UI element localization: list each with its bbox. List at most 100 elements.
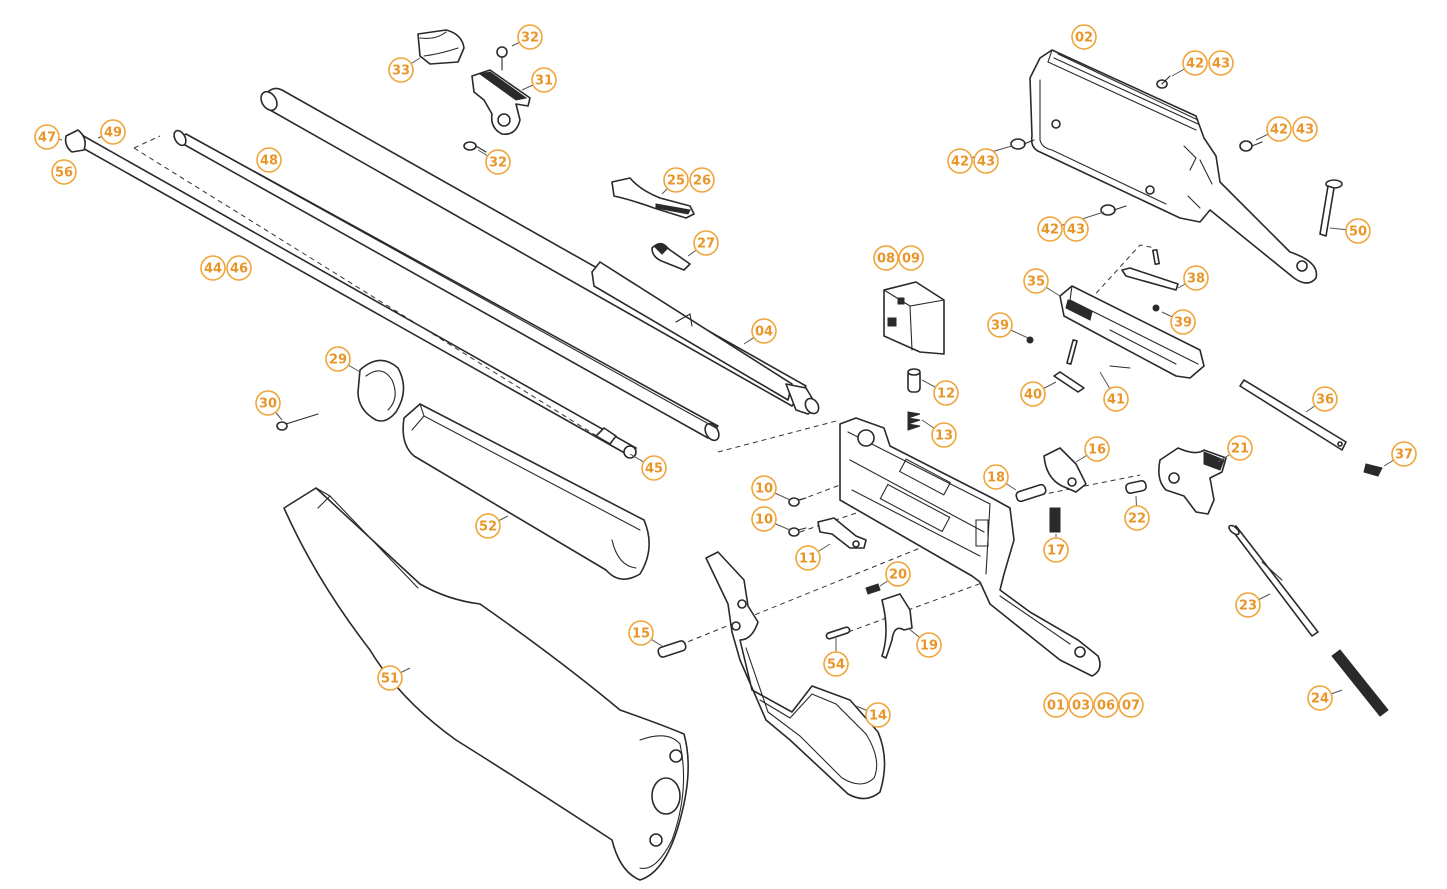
callout-circle [1266,116,1292,142]
callout-label: 27 [697,237,715,252]
callout-circle [628,620,654,646]
callout-38: 38 [1177,265,1209,291]
callout-label: 17 [1047,544,1065,559]
callout-circle [1124,505,1150,531]
callout-label: 10 [755,482,773,497]
callout-label: 02 [1075,31,1093,46]
callout-06: 06 [1093,692,1119,718]
callout-39: 39 [987,312,1029,339]
callout-07: 07 [1118,692,1144,718]
callout-circle [1063,216,1089,242]
callout-circle [377,665,403,691]
callout-circle [1235,592,1261,618]
callout-circle [983,464,1009,490]
callout-label: 16 [1088,443,1106,458]
callout-label: 29 [329,353,347,368]
callout-02: 02 [1071,24,1097,50]
callout-label: 38 [1187,272,1205,287]
callout-label: 13 [935,429,953,444]
callout-label: 15 [632,627,650,642]
part-frame-top [1029,49,1318,284]
callout-label: 32 [521,31,539,46]
part-pin-50 [1319,179,1343,237]
callout-label: 11 [799,552,817,567]
callout-circle [1183,265,1209,291]
callout-11: 11 [795,543,831,571]
callout-label: 42 [1186,57,1204,72]
part-spring-17 [1049,507,1061,533]
callout-50: 50 [1329,218,1371,244]
callout-51: 51 [377,665,411,691]
callout-label: 12 [937,387,955,402]
callout-22: 22 [1124,495,1150,531]
callout-circle [1023,268,1049,294]
part-screw-bottom [463,141,487,153]
callout-01: 01 [1043,692,1069,718]
part-pin-15 [657,640,687,658]
callout-circle [973,148,999,174]
callout-14: 14 [855,702,891,728]
callout-56: 56 [51,159,77,185]
callout-circle [1345,218,1371,244]
part-front-sight-base [471,69,531,136]
callout-circle [933,380,959,406]
callout-label: 14 [869,709,887,724]
callout-label: 54 [827,658,845,673]
callout-circle [34,124,60,150]
callout-circle [1391,441,1417,467]
callout-circle [1103,386,1129,412]
callout-label: 01 [1047,699,1065,714]
callout-circle [751,318,777,344]
callout-19: 19 [907,627,942,658]
callout-label: 42 [1270,123,1288,138]
callout-circle [1307,685,1333,711]
callout-label: 42 [951,155,969,170]
callout-label: 22 [1128,512,1146,527]
callout-label: 43 [1296,123,1314,138]
callout-label: 31 [535,74,553,89]
callout-label: 43 [977,155,995,170]
callout-40: 40 [1020,381,1057,407]
callout-circle [51,159,77,185]
callout-label: 08 [877,252,895,267]
callout-47: 47 [34,124,63,150]
callout-43: 43 [1063,216,1089,242]
callout-45: 45 [629,453,667,481]
part-receiver-frame [839,417,1101,677]
part-lever-14 [705,551,886,800]
callout-circle [1093,692,1119,718]
callout-circle [226,255,252,281]
part-lever-11 [817,517,867,549]
callout-18: 18 [983,464,1017,491]
callout-label: 26 [693,174,711,189]
callout-label: 42 [1041,223,1059,238]
part-screw-10-b [788,527,807,537]
callout-31: 31 [521,67,557,93]
part-loading-gate [611,177,695,219]
callout-20: 20 [879,561,911,587]
callout-label: 48 [260,154,278,169]
part-spring-clip [651,242,691,271]
callout-label: 19 [920,639,938,654]
callout-circle [200,255,226,281]
callout-33: 33 [388,57,421,83]
callout-54: 54 [823,638,849,677]
callout-label: 44 [204,262,222,277]
callout-circle [1084,436,1110,462]
callout-label: 37 [1395,448,1413,463]
callout-25: 25 [661,167,689,195]
part-spring-20 [865,583,881,595]
callout-circle [873,245,899,271]
callout-circle [1020,381,1046,407]
part-hammer [1158,447,1227,515]
callout-label: 04 [755,325,773,340]
part-screw-42-c [1239,140,1263,152]
part-barrel [173,129,720,442]
callout-circle [100,119,126,145]
callout-label: 20 [889,568,907,583]
callout-label: 39 [991,319,1009,334]
callout-label: 56 [55,166,73,181]
callout-24: 24 [1307,685,1343,711]
callout-42: 42 [1255,116,1292,142]
callout-39: 39 [1161,309,1196,335]
